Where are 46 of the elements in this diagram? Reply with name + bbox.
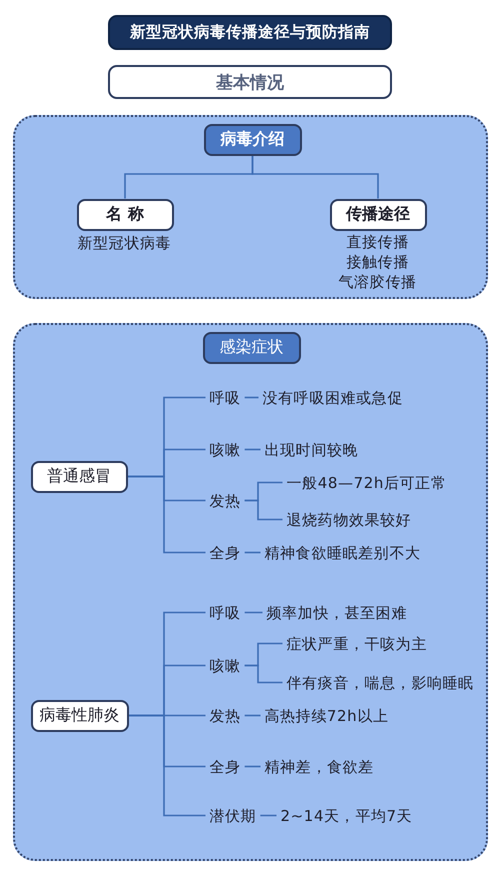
connector-line xyxy=(244,448,260,450)
label-box: 普通感冒 xyxy=(30,460,128,492)
label-box: 名 称 xyxy=(76,198,174,230)
symptom-detail: 没有呼吸困难或急促 xyxy=(262,388,403,408)
connector-line xyxy=(252,156,379,198)
symptom-detail: 频率加快，甚至困难 xyxy=(266,602,407,622)
connector-line xyxy=(128,714,206,816)
connector-line xyxy=(244,664,282,684)
connector-line xyxy=(260,814,276,816)
connector-line xyxy=(244,552,260,554)
connector-line xyxy=(244,766,260,768)
symptom-detail: 退烧药物效果较好 xyxy=(286,510,412,530)
node-caption: 接触传播 xyxy=(346,252,409,272)
category-header-box: 病毒介绍 xyxy=(204,124,302,156)
symptom-detail: 精神食欲睡眠差别不大 xyxy=(264,542,420,562)
connector-line xyxy=(128,476,206,554)
symptom-term: 全身 xyxy=(210,756,241,776)
connector-line xyxy=(244,714,260,716)
node-caption: 新型冠状病毒 xyxy=(78,232,172,252)
symptom-detail: 伴有痰音，喘息，影响睡眠 xyxy=(286,672,474,692)
symptom-detail: 症状严重，干咳为主 xyxy=(286,634,427,654)
symptom-detail: 高热持续72h以上 xyxy=(264,706,388,726)
symptom-term: 咳嗽 xyxy=(210,440,241,460)
symptom-detail: 精神差，食欲差 xyxy=(264,756,374,776)
dotted-panel xyxy=(13,323,488,861)
symptom-detail: 出现时间较晚 xyxy=(264,440,358,460)
section-heading-box: 基本情况 xyxy=(108,65,392,99)
symptom-term: 呼吸 xyxy=(210,602,241,622)
symptom-term: 咳嗽 xyxy=(210,656,241,676)
symptom-term: 发热 xyxy=(210,490,241,510)
node-caption: 气溶胶传播 xyxy=(338,272,416,292)
dotted-panel xyxy=(13,115,488,299)
symptom-term: 发热 xyxy=(210,706,241,726)
category-header-box: 感染症状 xyxy=(202,332,300,364)
title-banner: 新型冠状病毒传播途径与预防指南 xyxy=(108,15,392,50)
symptom-term: 呼吸 xyxy=(210,388,241,408)
node-caption: 直接传播 xyxy=(346,232,409,252)
label-box: 病毒性肺炎 xyxy=(30,700,128,732)
connector-line xyxy=(244,396,258,398)
symptom-detail: 一般48—72h后可正常 xyxy=(286,472,446,492)
symptom-term: 潜伏期 xyxy=(210,806,256,826)
symptom-term: 全身 xyxy=(210,542,241,562)
connector-line xyxy=(244,500,282,520)
connector-line xyxy=(244,612,262,614)
label-box: 传播途径 xyxy=(330,198,426,230)
symptom-detail: 2~14天，平均7天 xyxy=(280,806,412,826)
